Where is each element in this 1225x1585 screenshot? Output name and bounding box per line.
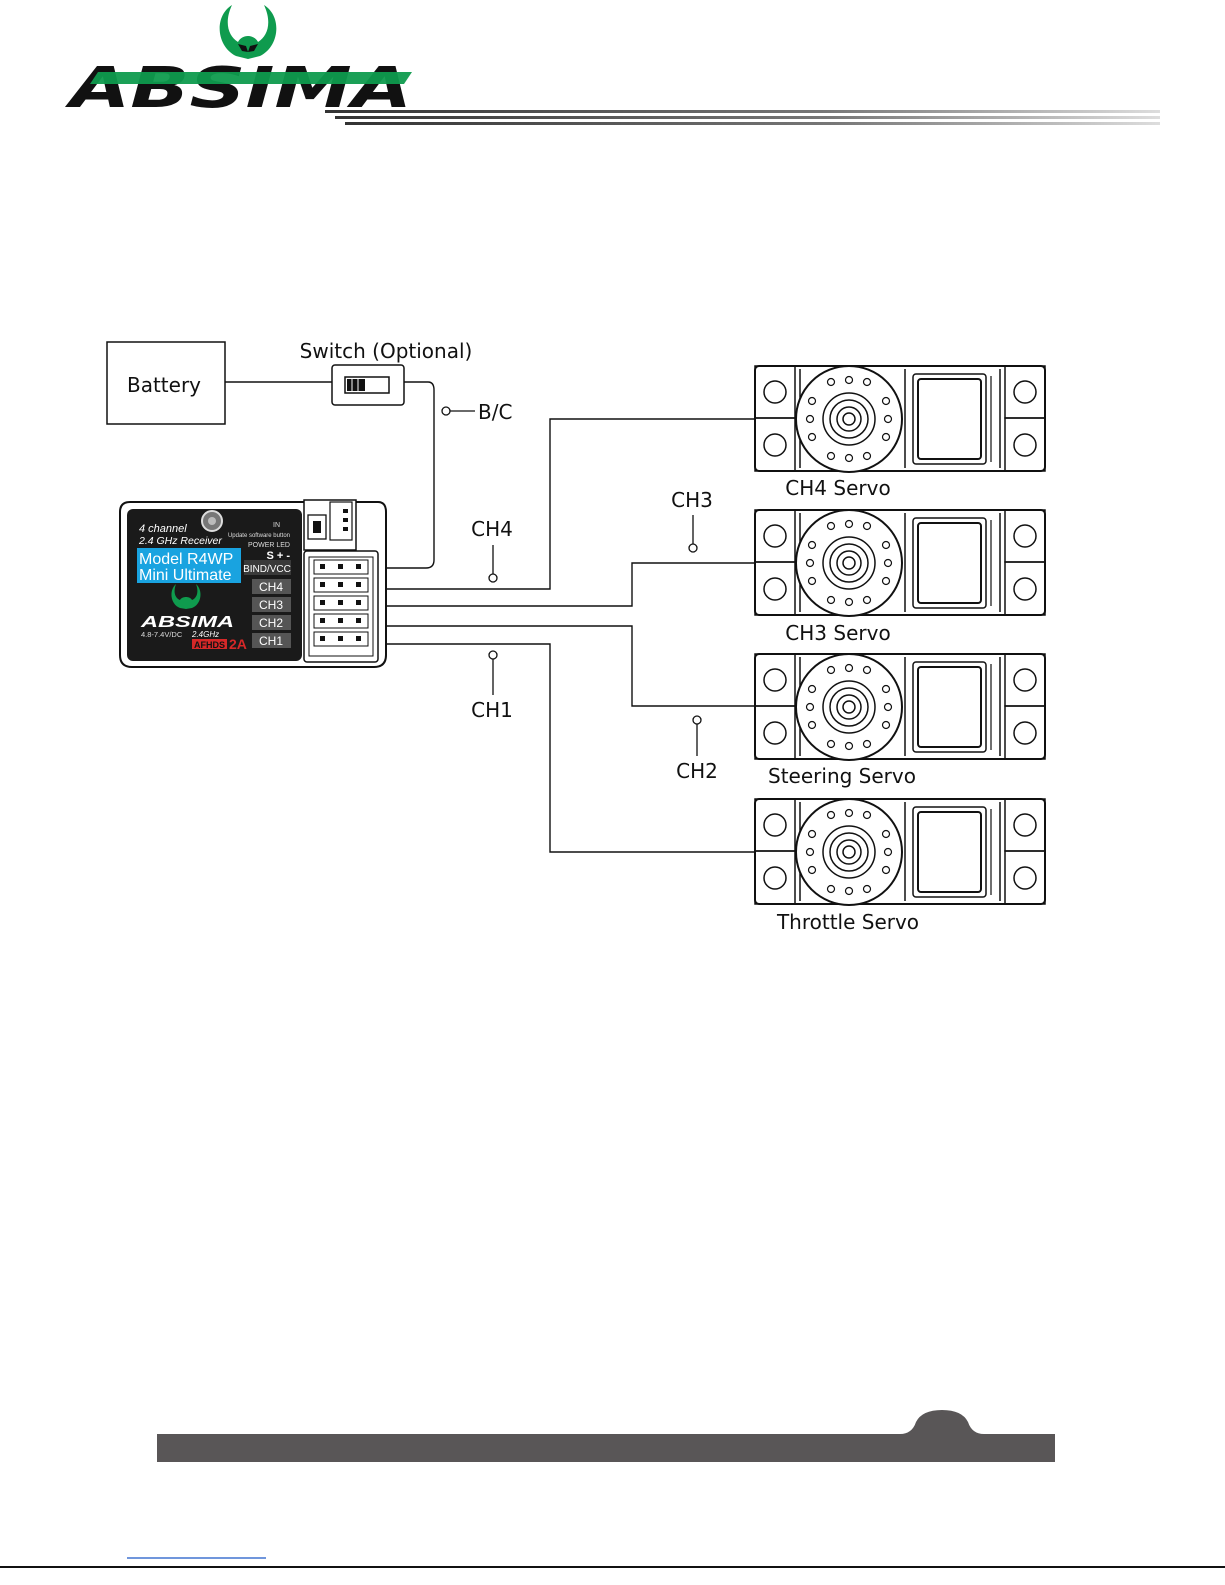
ch3-wire <box>382 563 757 606</box>
brand-logo: ABSIMA <box>64 5 412 121</box>
servo-ch4: CH4 Servo <box>755 366 1045 500</box>
servo-ch3: CH3 Servo <box>755 510 1045 645</box>
rx-brand: ABSIMA <box>140 614 234 631</box>
rx-in-label: IN <box>273 522 280 529</box>
battery-box: Battery <box>107 342 225 424</box>
ch1-wire-label: CH1 <box>471 698 513 722</box>
rx-port-ch2: CH2 <box>259 616 283 630</box>
rx-port-ch3: CH3 <box>259 598 283 612</box>
rx-port-bind: BIND/VCC <box>243 564 291 575</box>
rx-port-ch4: CH4 <box>259 580 283 594</box>
bc-label: B/C <box>478 400 512 424</box>
rx-power-led: POWER LED <box>248 542 290 549</box>
receiver: 4 channel 2.4 GHz Receiver IN Update sof… <box>120 500 386 667</box>
servo-throttle-label: Throttle Servo <box>776 910 919 934</box>
servo-steering-label: Steering Servo <box>768 764 916 788</box>
footer-bar <box>157 1410 1055 1462</box>
ch2-wire-label: CH2 <box>676 759 718 783</box>
rx-model-line2: Mini Ultimate <box>139 567 232 584</box>
ch1-wire <box>382 644 757 852</box>
rx-update-label: Update software button <box>228 533 290 539</box>
brand-mask-icon <box>220 5 277 59</box>
brand-green-bar <box>90 72 412 84</box>
rx-afhds-version: 2A <box>229 636 247 652</box>
header-rule <box>325 110 1160 125</box>
switch-icon <box>332 365 404 405</box>
servo-steering: Steering Servo <box>755 654 1045 788</box>
rx-line1: 4 channel <box>139 523 187 535</box>
rx-pin-header <box>304 551 378 662</box>
rx-port-ch1: CH1 <box>259 634 283 648</box>
ch4-wire-label: CH4 <box>471 517 513 541</box>
servo-ch3-label: CH3 Servo <box>785 621 890 645</box>
rx-band: 2.4GHz <box>191 630 219 639</box>
rx-voltage: 4.8-7.4V/DC <box>141 630 183 639</box>
ch3-wire-label: CH3 <box>671 488 713 512</box>
servo-ch4-label: CH4 Servo <box>785 476 890 500</box>
ch2-wire <box>382 626 757 706</box>
servo-throttle: Throttle Servo <box>755 799 1045 934</box>
switch-label: Switch (Optional) <box>300 339 473 363</box>
rx-afhds: AFHDS <box>194 640 225 650</box>
rx-model-line1: Model R4WP <box>139 551 233 568</box>
battery-label: Battery <box>127 373 201 397</box>
rx-line2: 2.4 GHz Receiver <box>138 535 222 547</box>
bc-wire <box>382 382 434 568</box>
